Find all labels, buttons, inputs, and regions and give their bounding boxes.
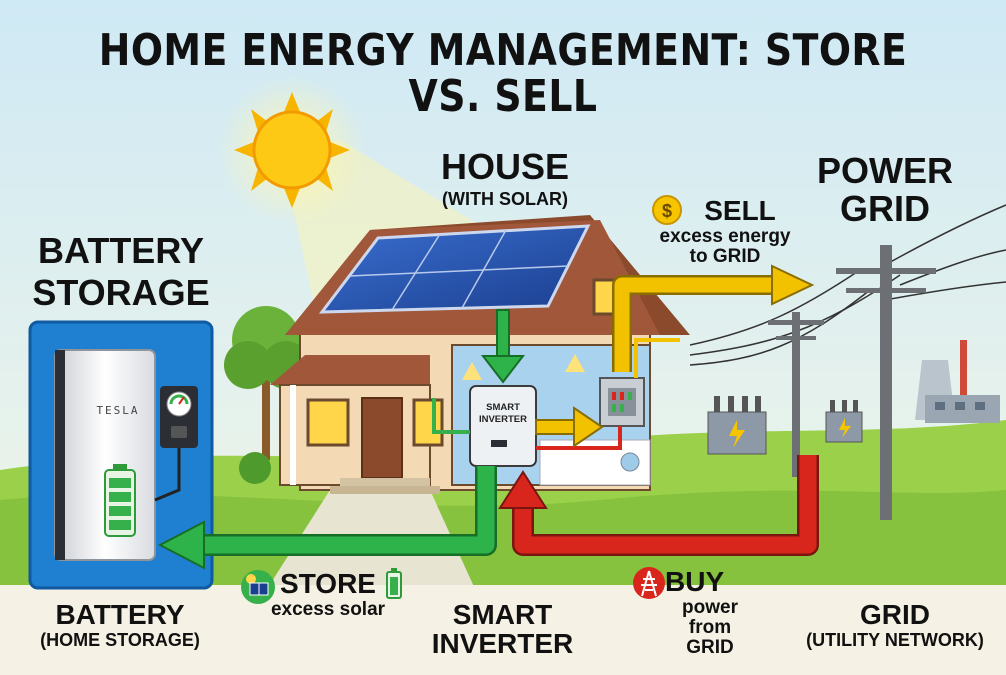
bottom-battery-line2: (HOME STORAGE) [40,630,200,651]
inverter-to-panel-arrow [535,406,604,448]
breaker-panel-icon [599,377,645,427]
bottom-grid-label: GRID (UTILITY NETWORK) [800,600,990,650]
store-callout: STORE excess solar [268,569,388,620]
utility-pole-near [836,245,936,520]
sell-line1: excess energy [659,226,791,248]
svg-text:$: $ [662,201,672,221]
store-arrow [157,466,497,570]
utility-pole-far [768,312,824,477]
solar-panels [318,224,591,314]
bottom-inverter-line1: SMART [452,599,553,630]
dollar-coin-icon: $ [652,195,682,225]
transformer-icon [707,396,767,455]
sell-line2: to GRID [689,246,761,268]
sell-label: SELL [704,195,776,226]
store-line1: excess solar [270,599,386,621]
battery-charge-icon [104,464,136,537]
page-title: HOME ENERGY MANAGEMENT: STORE VS. SELL [98,25,908,123]
inverter-box-label-line2: INVERTER [479,414,527,425]
sell-arrow [612,264,815,372]
buy-callout: BUY power from GRID [665,567,755,658]
battery-storage-label: BATTERY STORAGE [30,232,212,312]
power-grid-label: POWER GRID [810,152,960,228]
bottom-inverter-label: SMART INVERTER [420,600,585,659]
buy-label: BUY [665,566,725,597]
house-wiring [432,338,680,450]
power-grid-line2: GRID [840,187,930,229]
battery-brand: TESLA [96,404,139,417]
inverter-box-label-line1: SMART [486,402,520,413]
smart-inverter-box [469,385,537,467]
transformer-icon [825,400,863,443]
bottom-grid-line1: GRID [860,599,930,630]
battery-panel: TESLA [28,320,214,590]
buy-line2: from GRID [686,617,734,659]
meter-icon [154,386,198,502]
solar-to-inverter-arrow [480,309,526,384]
ground-strip [0,585,1006,675]
power-grid-line1: POWER [816,150,953,191]
power-tower-icon [633,567,665,599]
bottom-grid-line2: (UTILITY NETWORK) [806,630,984,651]
sell-callout: SELL excess energy to GRID [650,196,800,267]
house-title: HOUSE [440,146,570,187]
bottom-battery-line1: BATTERY [55,599,185,630]
small-battery-icon [386,568,402,599]
house-subtitle: (WITH SOLAR) [442,188,568,209]
house-door [361,397,403,479]
store-label: STORE [280,568,376,599]
solar-panel-icon [241,570,275,604]
buy-line1: power [682,597,738,619]
bottom-inverter-line2: INVERTER [431,628,574,660]
bottom-battery-label: BATTERY (HOME STORAGE) [20,600,220,650]
sun-icon [217,75,367,225]
battery-storage-line2: STORAGE [32,271,210,313]
buy-arrow [498,455,819,556]
house-label: HOUSE (WITH SOLAR) [420,148,590,209]
factory-icon [915,340,1000,423]
battery-storage-line1: BATTERY [38,230,204,271]
